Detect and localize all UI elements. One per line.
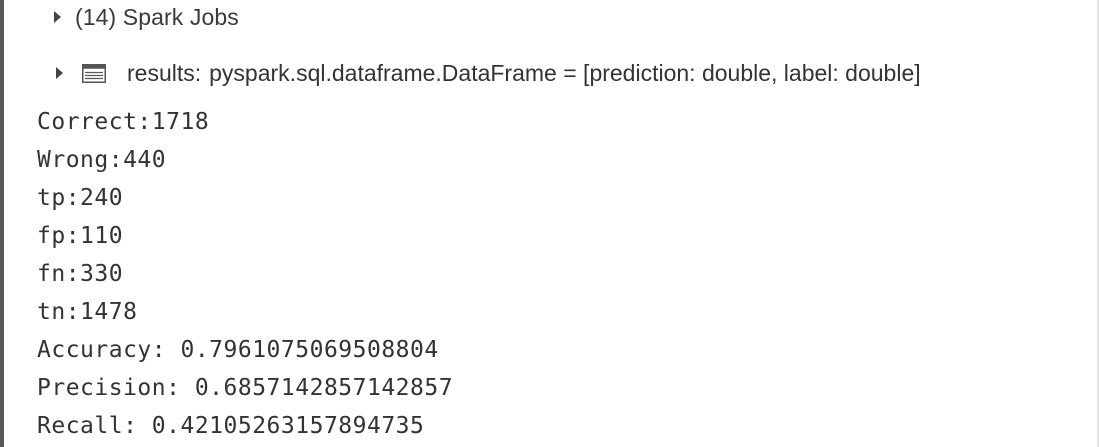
- cell-output: Correct:1718 Wrong:440 tp:240 fp:110 fn:…: [37, 103, 453, 445]
- output-line: tn:1478: [37, 299, 138, 325]
- dataframe-results-row: results: pyspark.sql.dataframe.DataFrame …: [56, 58, 921, 88]
- spark-jobs-label[interactable]: (14) Spark Jobs: [75, 3, 239, 30]
- output-line: fn:330: [37, 261, 124, 287]
- output-line: fp:110: [37, 223, 124, 249]
- output-line: Precision: 0.6857142857142857: [37, 375, 454, 401]
- caret-right-icon[interactable]: [56, 67, 63, 79]
- output-line: tp:240: [37, 185, 124, 211]
- dataframe-description: results: pyspark.sql.dataframe.DataFrame …: [127, 60, 921, 87]
- output-line: Accuracy: 0.7961075069508804: [37, 337, 439, 363]
- spark-jobs-toggle[interactable]: (14) Spark Jobs: [54, 3, 239, 31]
- dataframe-schema: pyspark.sql.dataframe.DataFrame = [predi…: [209, 59, 921, 86]
- cell-left-border: [0, 0, 4, 447]
- cell-right-border: [1097, 0, 1099, 447]
- output-line: Recall: 0.42105263157894735: [37, 413, 425, 439]
- output-line: Correct:1718: [37, 109, 210, 135]
- caret-right-icon[interactable]: [54, 11, 61, 23]
- results-variable-name: results:: [127, 59, 202, 86]
- table-icon: [82, 63, 106, 83]
- output-line: Wrong:440: [37, 147, 167, 173]
